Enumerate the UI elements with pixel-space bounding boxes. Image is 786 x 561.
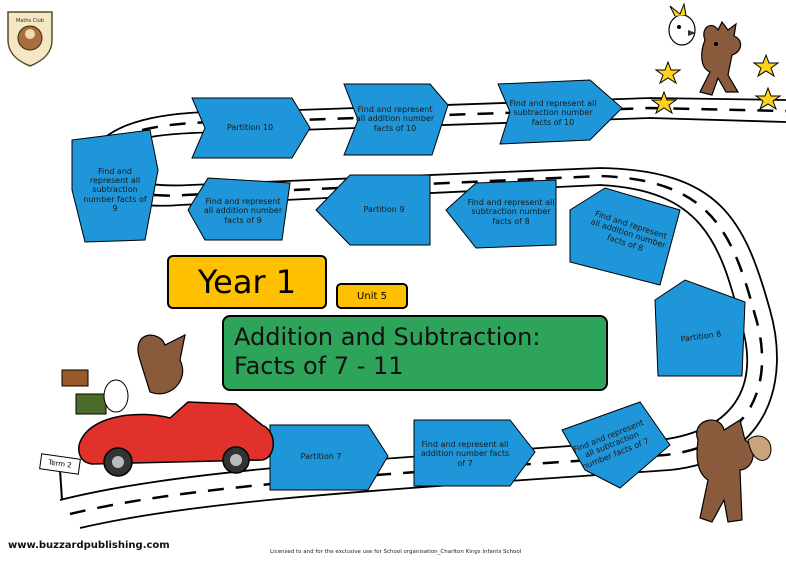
- square-addition-facts-of-7: [413, 419, 536, 487]
- square-facts-of-10-b: [497, 79, 623, 145]
- license-notice: Licensed to and for the exclusive use fo…: [270, 549, 522, 555]
- sign-post: [59, 469, 63, 501]
- year-label-box: Year 1: [167, 255, 327, 309]
- cockatoo-illustration: [668, 2, 696, 46]
- square-subtraction-facts-of-9: [71, 129, 159, 243]
- stars: [650, 53, 782, 115]
- square-partition-9: [315, 174, 431, 246]
- square-addition-facts-of-9: [187, 177, 291, 241]
- square-addition-facts-of-8: [569, 187, 681, 286]
- square-subtraction-facts-of-8: [445, 179, 557, 249]
- topic-title-line-1: Addition and Subtraction:: [234, 323, 541, 351]
- red-car-illustration: [61, 333, 274, 477]
- square-partition-10: [191, 97, 311, 159]
- topic-title-box: Addition and Subtraction: Facts of 7 - 1…: [222, 315, 608, 391]
- star-icon: [752, 53, 780, 78]
- unit-label-box: Unit 5: [336, 283, 408, 309]
- square-partition-7: [269, 424, 389, 491]
- moose-illustration-top: [699, 20, 742, 96]
- logo-text: Maths Club: [16, 18, 44, 24]
- square-facts-of-10-a: [343, 83, 449, 156]
- square-subtraction-facts-of-7: [561, 401, 671, 489]
- year-label: Year 1: [197, 263, 297, 301]
- publisher-url: www.buzzardpublishing.com: [8, 540, 170, 551]
- topic-title-line-2: Facts of 7 - 11: [234, 351, 404, 380]
- square-partition-8: [654, 279, 746, 377]
- star-icon: [654, 60, 682, 85]
- star-icon: [650, 90, 678, 115]
- star-icon: [754, 86, 782, 111]
- board-squares: [71, 79, 746, 491]
- unit-label: Unit 5: [357, 290, 387, 302]
- moose-illustration-bottom: [696, 419, 772, 523]
- maths-club-logo: [7, 11, 53, 67]
